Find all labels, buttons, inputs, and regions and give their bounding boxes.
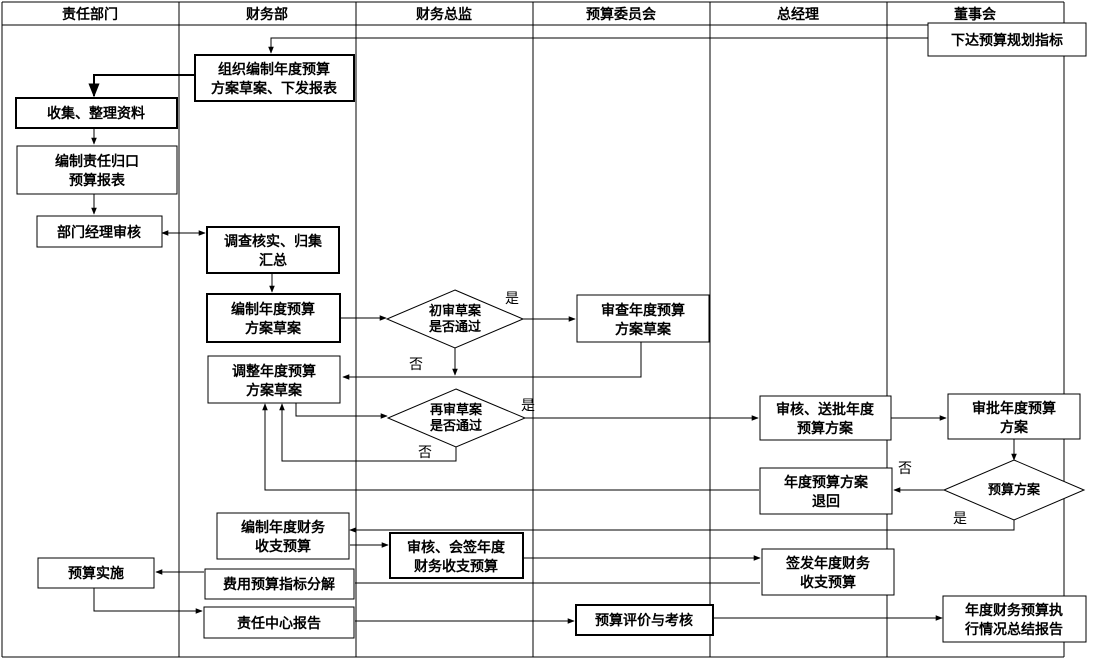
label-no-second: 否 xyxy=(418,445,432,461)
node-issue-income: 签发年度财务 收支预算 xyxy=(761,548,895,596)
svg-text:年度财务预算执: 年度财务预算执 xyxy=(965,602,1063,619)
node-gm-review: 审核、送批年度 预算方案 xyxy=(759,395,892,441)
node-return-plan: 年度预算方案 退回 xyxy=(759,467,893,515)
svg-text:调查核实、归集: 调查核实、归集 xyxy=(224,233,323,250)
node-manager-review: 部门经理审核 xyxy=(36,215,163,248)
svg-text:方案草案: 方案草案 xyxy=(615,321,672,338)
svg-text:编制责任归口: 编制责任归口 xyxy=(55,153,139,170)
svg-text:组织编制年度预算: 组织编制年度预算 xyxy=(218,61,330,78)
svg-text:方案草案: 方案草案 xyxy=(246,382,303,399)
label-no-plan: 否 xyxy=(898,461,912,477)
svg-text:方案草案: 方案草案 xyxy=(245,320,302,337)
svg-text:方案: 方案 xyxy=(1000,419,1029,436)
svg-text:是否通过: 是否通过 xyxy=(428,319,481,335)
svg-text:初审草案: 初审草案 xyxy=(429,303,482,319)
node-center-report: 责任中心报告 xyxy=(203,606,355,639)
svg-text:是否通过: 是否通过 xyxy=(429,418,482,434)
decision-first-review: 初审草案 是否通过 xyxy=(385,289,525,349)
svg-text:年度预算方案: 年度预算方案 xyxy=(784,474,869,491)
svg-text:行情况总结报告: 行情况总结报告 xyxy=(964,621,1063,638)
node-collect: 收集、整理资料 xyxy=(15,97,178,129)
node-compile-draft: 编制年度预算 方案草案 xyxy=(206,293,341,343)
svg-text:审核、送批年度: 审核、送批年度 xyxy=(776,401,875,418)
svg-text:预算评价与考核: 预算评价与考核 xyxy=(595,612,693,629)
svg-text:预算报表: 预算报表 xyxy=(69,172,126,189)
decision-plan: 预算方案 xyxy=(942,459,1086,521)
svg-text:下达预算规划指标: 下达预算规划指标 xyxy=(951,32,1063,49)
label-yes-second: 是 xyxy=(521,398,535,414)
label-yes-plan: 是 xyxy=(953,511,967,527)
node-issue-targets: 下达预算规划指标 xyxy=(927,22,1087,57)
node-committee-review: 审查年度预算 方案草案 xyxy=(576,294,710,343)
svg-text:退回: 退回 xyxy=(812,494,840,510)
svg-text:费用预算指标分解: 费用预算指标分解 xyxy=(223,576,335,593)
node-cost-breakdown: 费用预算指标分解 xyxy=(204,568,355,600)
svg-text:审查年度预算: 审查年度预算 xyxy=(601,302,685,319)
connectors xyxy=(88,37,1017,624)
node-organize-draft: 组织编制年度预算 方案草案、下发报表 xyxy=(194,54,355,102)
svg-text:部门经理审核: 部门经理审核 xyxy=(57,224,141,241)
node-board-approve: 审批年度预算 方案 xyxy=(947,393,1081,440)
node-summary-report: 年度财务预算执 行情况总结报告 xyxy=(942,595,1087,643)
node-compile-dept: 编制责任归口 预算报表 xyxy=(16,145,178,195)
node-evaluation: 预算评价与考核 xyxy=(575,604,714,636)
svg-text:预算方案: 预算方案 xyxy=(988,482,1041,498)
node-adjust-draft: 调整年度预算 方案草案 xyxy=(207,355,341,404)
swimlane-frame xyxy=(1,1,1065,658)
svg-text:预算实施: 预算实施 xyxy=(68,565,124,582)
svg-text:责任中心报告: 责任中心报告 xyxy=(237,615,321,632)
label-yes-first: 是 xyxy=(505,291,519,307)
label-no-first: 否 xyxy=(409,357,423,373)
lane-header-board: 董事会 xyxy=(954,6,997,23)
svg-text:预算方案: 预算方案 xyxy=(797,420,854,437)
node-implement: 预算实施 xyxy=(37,557,155,589)
svg-text:编制年度预算: 编制年度预算 xyxy=(231,301,315,318)
node-cfo-sign: 审核、会签年度 财务收支预算 xyxy=(389,532,524,579)
svg-text:收支预算: 收支预算 xyxy=(255,538,311,555)
lane-header-responsible-dept: 责任部门 xyxy=(62,6,118,23)
svg-text:审核、会签年度: 审核、会签年度 xyxy=(407,539,506,556)
lane-header-budget-committee: 预算委员会 xyxy=(586,6,657,23)
node-compile-income: 编制年度财务 收支预算 xyxy=(216,512,350,560)
svg-text:编制年度财务: 编制年度财务 xyxy=(241,519,326,536)
node-investigate: 调查核实、归集 汇总 xyxy=(206,226,340,274)
svg-text:汇总: 汇总 xyxy=(259,252,287,269)
svg-text:收集、整理资料: 收集、整理资料 xyxy=(47,105,145,122)
lane-header-general-manager: 总经理 xyxy=(777,6,819,23)
svg-text:审批年度预算: 审批年度预算 xyxy=(972,400,1056,417)
svg-text:方案草案、下发报表: 方案草案、下发报表 xyxy=(211,80,338,97)
lane-header-finance-dept: 财务部 xyxy=(245,6,288,23)
svg-text:财务收支预算: 财务收支预算 xyxy=(413,558,498,575)
svg-text:再审草案: 再审草案 xyxy=(430,402,483,418)
svg-text:调整年度预算: 调整年度预算 xyxy=(232,363,316,380)
svg-text:收支预算: 收支预算 xyxy=(800,574,856,591)
decision-second-review: 再审草案 是否通过 xyxy=(386,388,527,448)
lane-header-cfo: 财务总监 xyxy=(415,6,472,23)
svg-text:签发年度财务: 签发年度财务 xyxy=(785,555,871,572)
